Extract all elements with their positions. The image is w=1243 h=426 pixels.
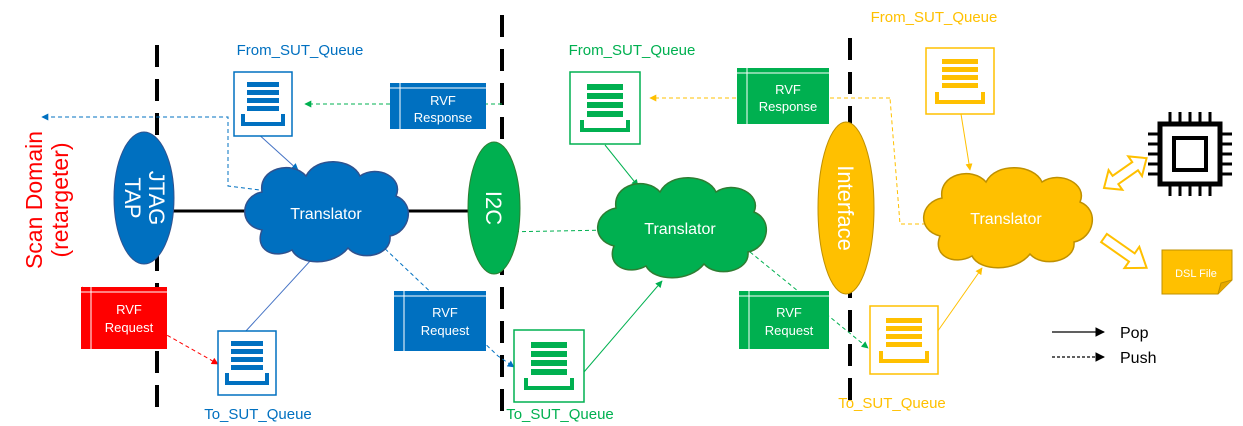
to-sut-queue-icon [869,305,939,375]
push-arrow [889,97,933,225]
rvf-request-box: RVF Request [739,291,829,349]
rvf-kind: Response [759,99,818,114]
rvf-request-box: RVF Request [394,291,486,351]
jtag-label-line1: JTAG [144,171,169,226]
translator-label: Translator [644,221,716,238]
translator-cloud-orange: Translator [922,167,1094,269]
from-sut-queue-label: From_SUT_Queue [569,42,696,59]
rvf-request-box: RVF Request [81,287,167,349]
from-sut-queue-icon [233,71,293,137]
rvf-title: RVF [116,302,142,317]
rvf-response-box: RVF Response [390,83,486,129]
rvf-kind: Response [414,110,473,125]
dsl-file-label: DSL File [1175,268,1217,280]
jtag-tap-label: JTAG TAP [120,171,169,226]
chip-icon [1148,112,1232,196]
i2c-label: I2C [481,191,506,225]
pop-arrow [583,280,663,373]
output-arrow-icon [1099,232,1148,270]
from-sut-queue-label: From_SUT_Queue [237,42,364,59]
translator-label: Translator [970,211,1042,228]
rvf-kind: Request [765,323,814,338]
pop-arrow [604,144,639,187]
to-sut-queue-icon [217,330,277,396]
rvf-kind: Request [421,323,470,338]
i2c-node [467,141,521,275]
scan-domain-line2: (retargeter) [47,142,73,257]
jtag-label-line2: TAP [120,177,145,218]
legend: Pop Push [1052,325,1156,367]
translator-label: Translator [290,206,362,223]
to-sut-queue-icon [513,329,585,403]
push-arrow [749,251,869,349]
push-arrow [379,243,515,368]
pop-arrow [934,267,983,336]
from-sut-queue-icon [569,71,641,145]
rvf-title: RVF [776,305,802,320]
interface-node [817,121,875,295]
to-sut-queue-label: To_SUT_Queue [838,395,946,412]
interface-label: Interface [833,165,858,251]
rvf-response-box: RVF Response [737,68,829,124]
pop-arrow [255,131,299,171]
bidirectional-arrow-icon [1102,155,1148,192]
pop-arrow [244,247,323,333]
rvf-title: RVF [430,93,456,108]
to-sut-queue-label: To_SUT_Queue [506,406,614,423]
legend-pop-label: Pop [1120,325,1149,342]
rvf-title: RVF [432,305,458,320]
translator-cloud-blue: Translator [244,161,410,263]
push-arrow [41,113,301,191]
to-sut-queue-label: To_SUT_Queue [204,406,312,423]
dsl-file-icon: DSL File [1161,249,1233,295]
rvf-title: RVF [775,82,801,97]
rvf-kind: Request [105,320,154,335]
scan-domain-label: Scan Domain (retargeter) [21,131,73,269]
translator-cloud-green: Translator [596,177,768,279]
legend-push-label: Push [1120,350,1156,367]
pop-arrow [960,113,973,171]
jtag-tap-node [113,131,175,265]
from-sut-queue-label: From_SUT_Queue [871,9,998,26]
scan-domain-line1: Scan Domain [21,131,47,269]
from-sut-queue-icon [925,47,995,115]
